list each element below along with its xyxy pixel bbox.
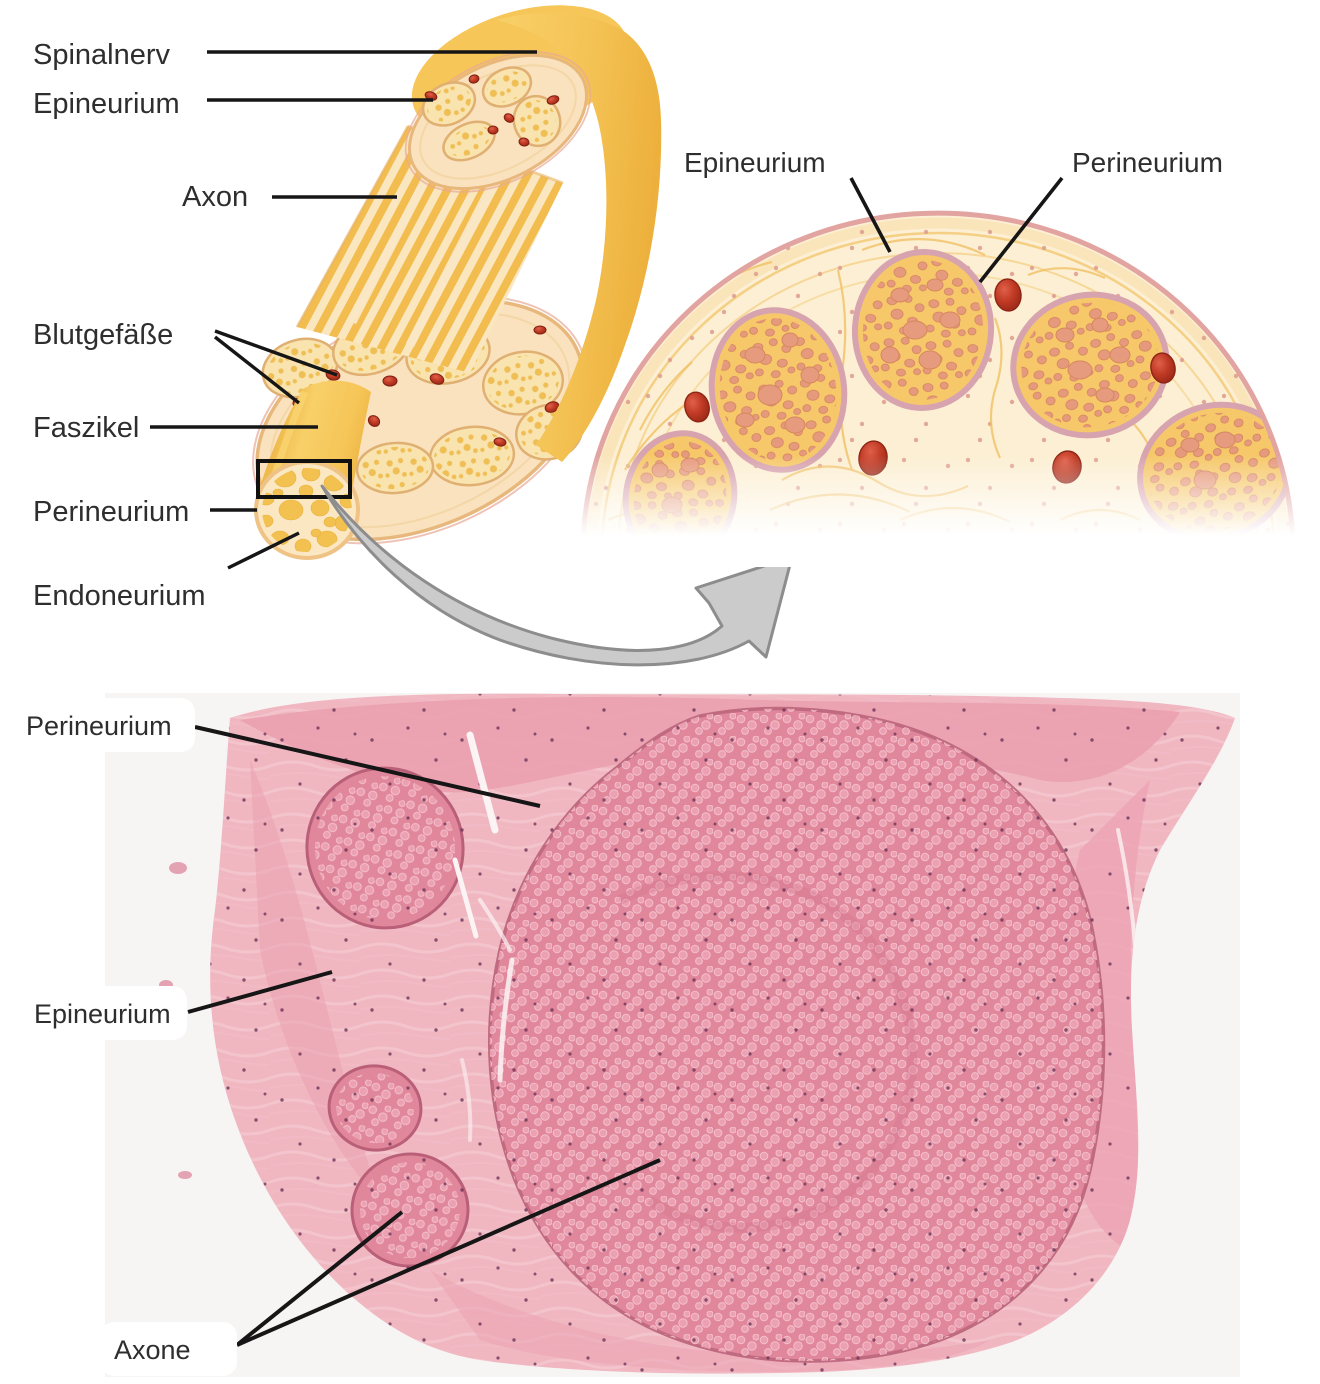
label-histo-epineurium: Epineurium — [34, 999, 171, 1029]
label-endoneurium: Endoneurium — [33, 580, 206, 612]
upper-face-fascicles — [421, 66, 562, 162]
pointer-line-axone-1 — [235, 1210, 404, 1347]
label-blutgefaesse: Blutgefäße — [33, 319, 173, 351]
pointer-lines-histo — [187, 725, 661, 1347]
nuclei-speckles — [210, 693, 1235, 1374]
label-box-histo-epineurium: Epineurium — [22, 986, 187, 1040]
pointer-lines-dome — [849, 176, 1064, 284]
pointer-line-blutgefaesse-1 — [214, 329, 338, 377]
label-axon: Axon — [182, 181, 248, 213]
label-box-histo-axone: Axone — [100, 1322, 237, 1376]
pointer-line-axone-2 — [236, 1158, 661, 1347]
pointer-lines-3d — [150, 50, 537, 570]
labels-3d: Spinalnerv Epineurium Axon Blutgefäße Fa… — [33, 39, 248, 612]
histology-micrograph — [105, 693, 1240, 1377]
pointer-line-dome-perineurium — [978, 176, 1064, 284]
dome-bottom-fade — [570, 455, 1305, 567]
label-epineurium: Epineurium — [33, 88, 180, 120]
label-box-histo-perineurium: Perineurium — [13, 698, 195, 752]
epineurium-sheath — [497, 12, 662, 463]
zoom-region-rectangle — [256, 459, 352, 499]
nerve-3d-illustration — [252, 5, 662, 560]
pointer-line-histo-perineurium — [194, 725, 541, 808]
label-spinalnerv: Spinalnerv — [33, 39, 171, 71]
pointer-line-histo-epineurium — [187, 970, 333, 1014]
dome-fascicle — [1010, 291, 1170, 439]
dome-fascicle — [708, 307, 848, 473]
label-perineurium: Perineurium — [33, 496, 189, 528]
labels-histo: Perineurium Epineurium Axone — [13, 698, 237, 1376]
label-dome-epineurium: Epineurium — [684, 147, 826, 178]
upper-cross-section-face — [404, 51, 592, 193]
label-histo-axone: Axone — [114, 1335, 191, 1365]
label-dome-perineurium: Perineurium — [1072, 147, 1223, 178]
pointer-line-endoneurium — [227, 531, 300, 570]
loose-debris — [159, 862, 192, 1179]
nerve-cross-section-detail — [570, 210, 1305, 567]
label-histo-perineurium: Perineurium — [26, 711, 172, 741]
endoneurium-face — [254, 460, 360, 560]
label-faszikel: Faszikel — [33, 412, 139, 444]
upper-face-blood-vessels — [424, 74, 560, 147]
labels-dome: Epineurium Perineurium — [684, 147, 1223, 178]
dome-outer-rim — [580, 210, 1296, 554]
pointer-line-dome-epineurium — [849, 177, 892, 253]
dome-fascicle — [851, 249, 995, 411]
pointer-line-blutgefaesse-2 — [213, 335, 301, 405]
